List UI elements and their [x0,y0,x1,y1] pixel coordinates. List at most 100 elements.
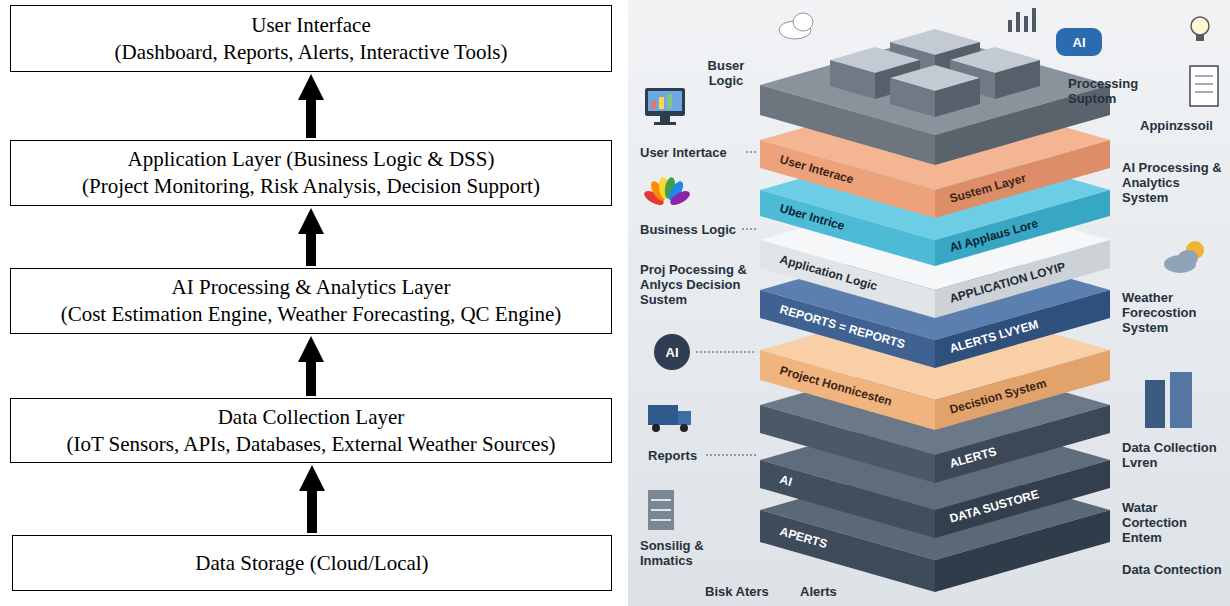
cloud-part [793,13,813,31]
monitor-frame [645,88,685,116]
bulb-base [1196,35,1204,41]
slab-side [760,350,935,430]
callout-label: Business Logic [640,222,736,237]
server-rack-icon [648,490,674,530]
layer-label: AI [778,472,794,490]
layer-title: Data Collection Layer [218,404,405,431]
layer-label: Application Logic [778,252,879,294]
layer-box: User Interface(Dashboard, Reports, Alert… [10,5,612,72]
callout-label: Weather Forecostion System [1122,290,1224,335]
layer-detail: (Cost Estimation Engine, Weather Forecas… [61,301,562,328]
callout-label: User Intertace [640,145,727,160]
layer-label: ALERTS LVYEM [948,317,1040,357]
monitor-stand [660,116,670,122]
layer-label: Project Honnicesten [778,363,894,409]
flow-arrow [306,362,316,396]
flow-arrow [306,100,316,138]
document-line [1195,76,1213,77]
leader-line [706,455,756,456]
slab-side [935,350,1110,430]
leader-lines [696,152,757,455]
layer-label: ALERTS [948,444,998,472]
tower [1170,372,1192,428]
callout-label: Processing Suptom [1068,76,1176,106]
cube-side [830,60,875,99]
peacock-logo [642,176,692,208]
screen-bar [667,94,672,109]
bar [1032,8,1036,32]
bar [1016,12,1020,32]
logo-feather [668,188,692,208]
layer-box: Data Collection Layer(IoT Sensors, APIs,… [10,398,612,463]
callout-label: Proj Pocessing & Anlycs Decision Sustem [640,262,752,307]
truck-wheel [680,424,688,432]
truck-cab [678,411,691,425]
layer-label: Sustem Layer [948,171,1028,207]
leader-line [696,352,756,353]
illustration-ground [628,0,1230,606]
server-tower-icon [1145,372,1192,428]
layer-label: REPORTS = REPORTS [778,302,907,352]
document-sheet [1190,66,1218,106]
leader-line [746,152,757,153]
server-cube [890,65,980,117]
layer-title: Application Layer (Business Logic & DSS) [128,146,495,173]
layer-label: AI Applaus Lore [948,216,1040,256]
truck-wheel [652,424,660,432]
leader-line [742,229,757,230]
bulb [1191,17,1209,35]
layer-label: Uber Intrice [778,201,846,234]
callout-label: Appinzssoil [1140,118,1213,133]
callout-label: Alerts [800,584,837,599]
layer-label: APERTS [778,524,829,552]
layer-label: APPLICATION LOYIP [948,260,1067,307]
ai-cloud-badge [1056,28,1102,56]
truck-icon [648,405,691,432]
weather-icon [1164,241,1204,273]
flow-arrow [306,234,316,266]
rack-slot [651,509,671,511]
callout-label: Data Collection Lvren [1122,440,1224,470]
cube-side [935,78,980,117]
layer-label: User Interace [778,152,855,187]
ai-badge [654,334,690,370]
callout-label: AI [655,345,689,360]
cube-side [890,78,935,117]
rack-slot [651,519,671,521]
layer-title: User Interface [251,12,371,39]
callout-label: Sonsilig & Inmatics [640,538,740,568]
bar [1024,16,1028,32]
layer-box: Application Layer (Business Logic & DSS)… [10,140,612,206]
callout-label: Watar Cortection Entem [1122,500,1224,545]
layer-box: AI Processing & Analytics Layer(Cost Est… [10,268,612,334]
bar [1008,20,1012,32]
layer-label: DATA SUSTORE [948,487,1041,527]
layer-detail: (Dashboard, Reports, Alerts, Interactive… [115,39,508,66]
rack-slot [651,499,671,501]
monitor-base [654,122,676,125]
screen-bar [651,101,656,109]
screen-bar [659,97,664,109]
document-line [1195,92,1213,93]
callout-label: Data Contection [1122,562,1224,577]
flow-arrow [307,491,317,533]
rack-body [648,490,674,530]
monitor-icon [645,88,685,125]
cloud-part [1178,250,1198,266]
layer-label: Decistion System [948,376,1048,418]
layer-title: AI Processing & Analytics Layer [172,274,451,301]
callout-label: Reports [648,448,697,463]
callout-label: Bisk Aters [705,584,769,599]
cloud-icon [779,13,813,39]
cube-side [995,60,1040,99]
layer-box: Data Storage (Cloud/Local) [12,535,612,591]
truck-body [648,405,678,425]
layer-title: Data Storage (Cloud/Local) [195,550,428,577]
callout-label: AI [1056,35,1102,50]
lightbulb-icon [1191,17,1209,41]
document-line [1195,84,1213,85]
tower [1145,380,1165,428]
monitor-screen [648,91,682,111]
callout-label: Buser Logic [700,58,752,88]
layer-detail: (IoT Sensors, APIs, Databases, External … [66,431,555,458]
